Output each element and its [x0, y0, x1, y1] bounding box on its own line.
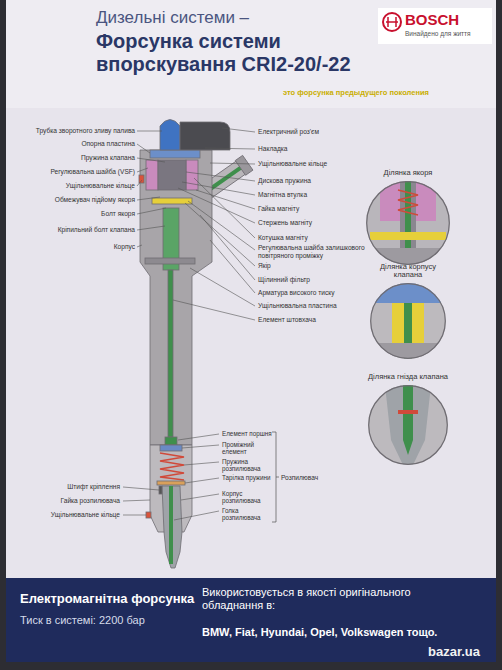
part-label: Гайка розпилювача: [30, 497, 120, 505]
part-label: Голка розпилювача: [222, 507, 274, 521]
part-label: Ущільнювальне кільце: [258, 160, 358, 168]
inset-outline: [367, 182, 450, 265]
inset-heading: Ділянка корпусу клапана: [368, 263, 448, 280]
band-text: Електромагнітна форсунка: [20, 592, 195, 607]
part-label: Якір: [258, 262, 358, 270]
inset-outline: [369, 386, 448, 465]
part-label: Гайка магніту: [258, 205, 358, 213]
part-label: Болт якоря: [20, 210, 135, 218]
inset-detail: [366, 181, 450, 265]
brand-slogan: Винайдено для життя: [405, 30, 490, 37]
part-label: Регулювальна шайба залишкового повітряно…: [258, 244, 366, 259]
part-label: Стержень магніту: [258, 219, 358, 227]
part-label: Ущільнювальна пластина: [258, 302, 358, 310]
part-label: Регулювальна шайба (VSF): [20, 168, 135, 176]
band-text: Тиск в системі: 2200 бар: [20, 614, 195, 627]
part-label: Опорна пластина: [20, 140, 135, 148]
watermark: bazar.ua: [428, 645, 498, 660]
part-label: Обмежувач підйому якоря: [20, 196, 135, 204]
part-label: Котушка магніту: [258, 234, 358, 242]
group-label: Розпилювач: [281, 474, 351, 482]
part-label: Щілинний фільтр: [258, 276, 358, 284]
handwritten-note: это форсунка предыдущего поколения: [283, 89, 473, 98]
part-label: Накладка: [258, 145, 358, 153]
inset-heading: Ділянка гнізда клапана: [348, 373, 468, 382]
inset-heading: Ділянка якоря: [348, 169, 468, 178]
logo-box: [378, 8, 492, 44]
inset-outline: [370, 283, 446, 359]
part-label: Електричний роз'єм: [258, 128, 358, 136]
band-text: BMW, Fiat, Hyundai, Opel, Volkswagen тощ…: [202, 626, 487, 639]
part-label: Магнітна втулка: [258, 191, 358, 199]
inset-detail: [370, 283, 446, 359]
part-label: Ущільнювальне кільце: [30, 511, 120, 519]
part-label: Трубка зворотного зливу палива: [20, 127, 135, 135]
part-label: Корпус розпилювача: [222, 490, 274, 504]
part-label: Ущільнювальне кільце: [20, 182, 135, 190]
part-label: Елемент поршня: [222, 430, 274, 437]
inset-circle: Ділянка гнізда клапана: [368, 385, 448, 465]
info-band: Електромагнітна форсункаТиск в системі: …: [6, 578, 496, 662]
header-ground: [6, 0, 496, 108]
inset-outline: [368, 385, 448, 465]
part-label: Пружина розпилювача: [222, 458, 274, 472]
inset-outline: [371, 284, 446, 359]
part-label: Арматура високого тиску: [258, 289, 358, 297]
logo-mark: [386, 17, 398, 27]
band-text: Використовується в якості оригінального …: [202, 586, 462, 611]
part-label: Пружина клапана: [20, 154, 135, 162]
part-label: Штифт кріплення: [30, 483, 120, 491]
inset-circle: Ділянка корпусу клапана: [370, 283, 446, 359]
poster-subtitle: Дизельні системи –: [96, 8, 356, 28]
part-label: Проміжний елемент: [222, 441, 274, 455]
inset-detail: [368, 385, 448, 465]
part-label: Кріпильний болт клапана: [20, 226, 135, 234]
part-label: Елемент штовхача: [258, 316, 358, 324]
inset-circle: Ділянка якоря: [366, 181, 450, 265]
group-bracket: [272, 432, 279, 522]
poster-title: Форсунка системи впорскування CRI2-20/-2…: [96, 30, 366, 76]
part-label: Корпус: [20, 243, 135, 251]
poster-ground: [6, 0, 496, 662]
brand-name: BOSCH: [405, 11, 490, 28]
part-label: Тарілка пружини: [222, 474, 274, 481]
inset-outline: [366, 181, 450, 265]
part-label: Дискова пружина: [258, 177, 358, 185]
logo-mark: [383, 13, 401, 31]
